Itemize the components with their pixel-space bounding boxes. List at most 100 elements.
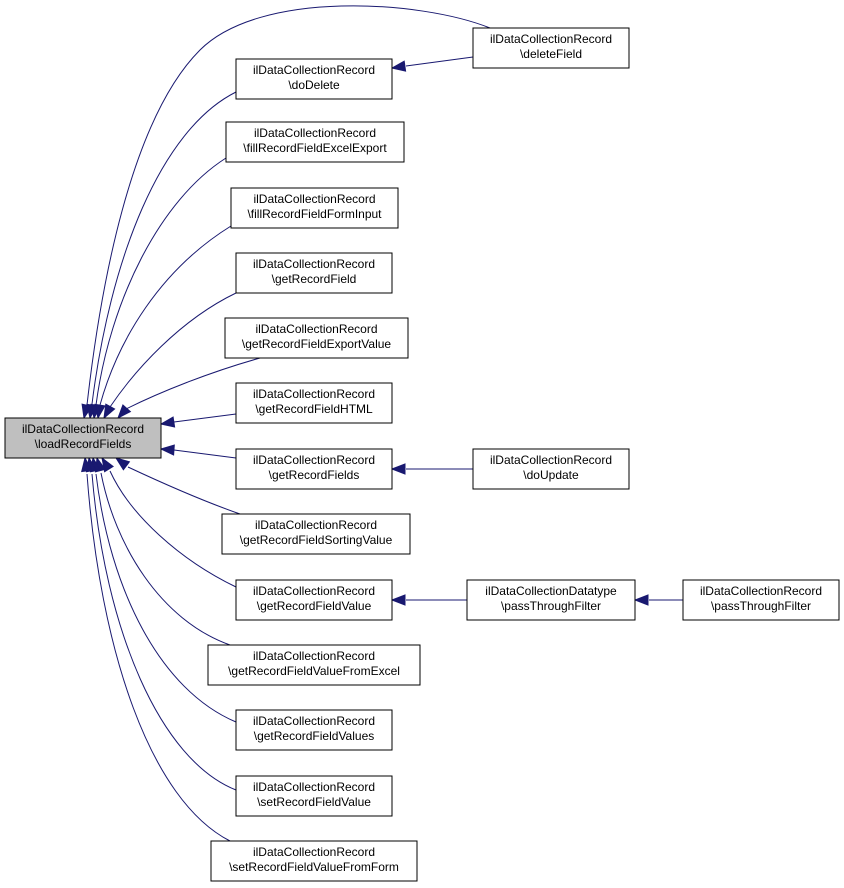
node-class-label: ilDataCollectionRecord xyxy=(253,780,375,794)
node-method-label: \deleteField xyxy=(520,47,582,61)
node-setValue[interactable]: ilDataCollectionRecord\setRecordFieldVal… xyxy=(235,775,393,817)
node-class-label: ilDataCollectionRecord xyxy=(255,322,377,336)
node-getExportValue[interactable]: ilDataCollectionRecord\getRecordFieldExp… xyxy=(224,317,409,359)
node-fillExcel[interactable]: ilDataCollectionRecord\fillRecordFieldEx… xyxy=(225,121,405,163)
node-getSorting[interactable]: ilDataCollectionRecord\getRecordFieldSor… xyxy=(221,513,411,555)
node-class-label: ilDataCollectionRecord xyxy=(255,518,377,532)
node-dtPass[interactable]: ilDataCollectionDatatype\passThroughFilt… xyxy=(466,579,636,621)
arrowhead xyxy=(159,416,176,428)
edge-line xyxy=(95,473,237,723)
arrowhead xyxy=(114,457,131,471)
edge-getRecordFields-to-load xyxy=(159,444,237,459)
node-box xyxy=(235,709,393,751)
node-setValueForm[interactable]: ilDataCollectionRecord\setRecordFieldVal… xyxy=(210,840,418,882)
node-box xyxy=(235,448,393,490)
edge-doDelete-to-load xyxy=(86,91,237,420)
node-box xyxy=(4,417,162,459)
node-method-label: \setRecordFieldValueFromForm xyxy=(229,860,399,874)
arrowhead xyxy=(159,444,175,456)
node-box xyxy=(472,27,630,69)
node-box xyxy=(210,840,418,882)
node-method-label: \getRecordFieldValue xyxy=(257,599,372,613)
edge-fillForm-to-load xyxy=(94,225,232,420)
node-box xyxy=(235,252,393,294)
edge-getRecordField-to-load xyxy=(103,292,237,420)
node-class-label: ilDataCollectionDatatype xyxy=(485,584,617,598)
node-class-label: ilDataCollectionRecord xyxy=(253,584,375,598)
edge-getValue-to-load xyxy=(101,456,237,588)
edge-recPass-to-dtPass xyxy=(633,594,683,606)
node-box xyxy=(682,579,840,621)
node-recPass[interactable]: ilDataCollectionRecord\passThroughFilter xyxy=(682,579,840,621)
node-deleteField[interactable]: ilDataCollectionRecord\deleteField xyxy=(472,27,630,69)
arrowhead xyxy=(390,60,407,72)
node-method-label: \getRecordFieldSortingValue xyxy=(240,533,393,547)
node-doDelete[interactable]: ilDataCollectionRecord\doDelete xyxy=(235,58,393,100)
node-getHTML[interactable]: ilDataCollectionRecord\getRecordFieldHTM… xyxy=(235,382,393,424)
node-method-label: \loadRecordFields xyxy=(35,437,132,451)
node-method-label: \fillRecordFieldFormInput xyxy=(247,207,382,221)
node-box xyxy=(466,579,636,621)
edge-line xyxy=(100,472,231,646)
arrowhead xyxy=(117,404,132,420)
edge-setValueForm-to-load xyxy=(81,456,231,842)
edge-line xyxy=(86,473,231,842)
node-method-label: \passThroughFilter xyxy=(501,599,601,613)
node-class-label: ilDataCollectionRecord xyxy=(253,192,375,206)
node-box xyxy=(225,121,405,163)
node-class-label: ilDataCollectionRecord xyxy=(254,126,376,140)
edge-line xyxy=(127,466,241,515)
node-load[interactable]: ilDataCollectionRecord\loadRecordFields xyxy=(4,417,162,459)
node-box xyxy=(207,644,421,686)
arrowhead xyxy=(390,463,406,475)
node-class-label: ilDataCollectionRecord xyxy=(490,453,612,467)
edge-line xyxy=(125,357,261,410)
node-class-label: ilDataCollectionRecord xyxy=(253,257,375,271)
node-box xyxy=(235,58,393,100)
edge-dtPass-to-getValue xyxy=(390,594,467,606)
node-class-label: ilDataCollectionRecord xyxy=(253,845,375,859)
node-method-label: \doDelete xyxy=(288,78,340,92)
node-doUpdate[interactable]: ilDataCollectionRecord\doUpdate xyxy=(472,448,630,490)
node-method-label: \setRecordFieldValue xyxy=(257,795,371,809)
edge-getValueExcel-to-load xyxy=(94,456,231,646)
node-box xyxy=(472,448,630,490)
node-box xyxy=(235,579,393,621)
node-class-label: ilDataCollectionRecord xyxy=(253,387,375,401)
node-getRecordField[interactable]: ilDataCollectionRecord\getRecordField xyxy=(235,252,393,294)
node-box xyxy=(235,775,393,817)
edge-line xyxy=(405,56,474,67)
edge-getExportValue-to-load xyxy=(117,357,261,420)
edge-getSorting-to-load xyxy=(114,457,241,515)
node-box xyxy=(230,187,399,229)
node-getValue[interactable]: ilDataCollectionRecord\getRecordFieldVal… xyxy=(235,579,393,621)
node-class-label: ilDataCollectionRecord xyxy=(700,584,822,598)
arrowhead xyxy=(81,456,93,473)
arrowhead xyxy=(633,594,649,606)
edge-line xyxy=(91,91,237,405)
edge-line xyxy=(173,413,237,423)
node-class-label: ilDataCollectionRecord xyxy=(490,32,612,46)
node-method-label: \getRecordFields xyxy=(269,468,360,482)
node-box xyxy=(221,513,411,555)
node-class-label: ilDataCollectionRecord xyxy=(253,63,375,77)
arrowhead xyxy=(390,594,406,606)
edge-doUpdate-to-getRecordFields xyxy=(390,463,473,475)
arrowhead xyxy=(103,403,116,420)
node-method-label: \getRecordFieldValues xyxy=(254,729,375,743)
node-class-label: ilDataCollectionRecord xyxy=(22,422,144,436)
edges xyxy=(81,5,683,842)
node-method-label: \getRecordFieldHTML xyxy=(255,402,373,416)
node-class-label: ilDataCollectionRecord xyxy=(253,714,375,728)
node-method-label: \fillRecordFieldExcelExport xyxy=(243,141,387,155)
node-getValues[interactable]: ilDataCollectionRecord\getRecordFieldVal… xyxy=(235,709,393,751)
nodes: ilDataCollectionRecord\loadRecordFieldsi… xyxy=(4,27,840,882)
node-method-label: \passThroughFilter xyxy=(711,599,811,613)
node-getRecordFields[interactable]: ilDataCollectionRecord\getRecordFields xyxy=(235,448,393,490)
node-getValueExcel[interactable]: ilDataCollectionRecord\getRecordFieldVal… xyxy=(207,644,421,686)
node-fillForm[interactable]: ilDataCollectionRecord\fillRecordFieldFo… xyxy=(230,187,399,229)
node-class-label: ilDataCollectionRecord xyxy=(253,453,375,467)
node-box xyxy=(235,382,393,424)
arrowhead xyxy=(94,403,106,420)
